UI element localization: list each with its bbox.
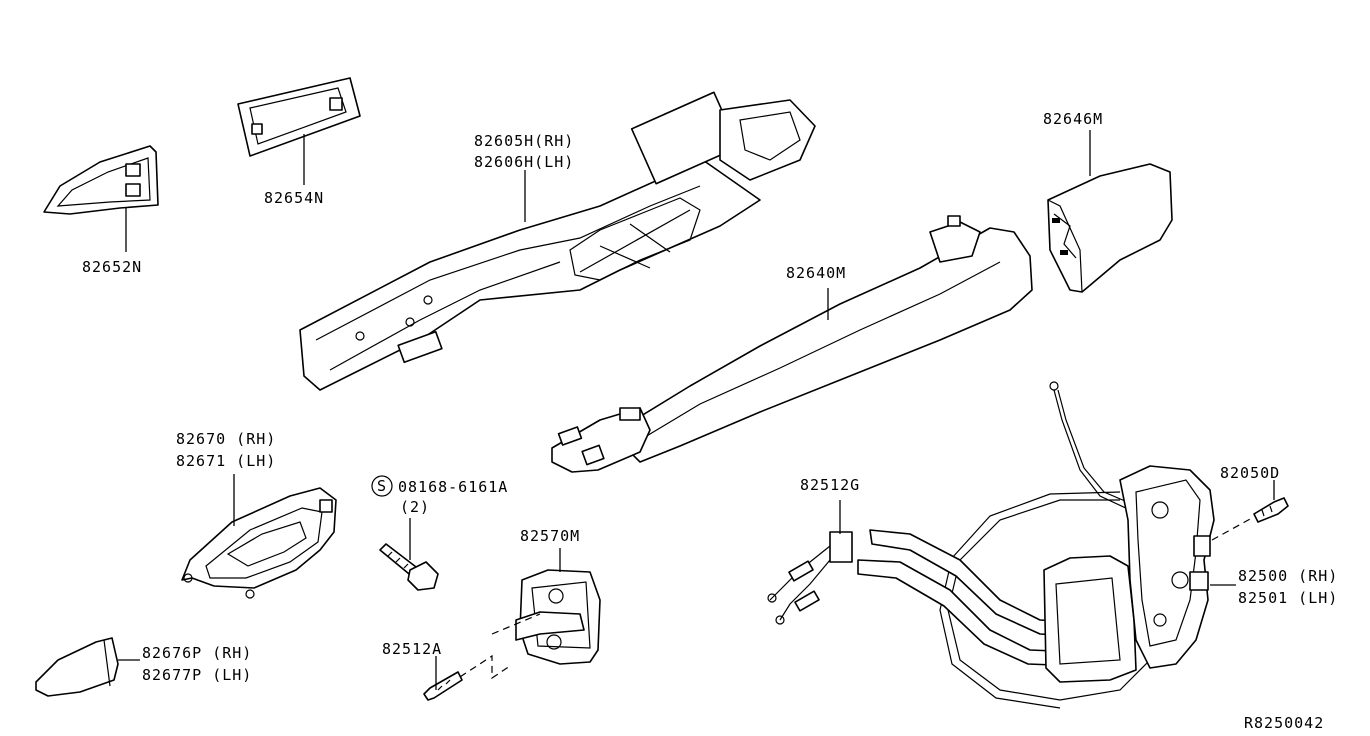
label-08168-quantity: (2) <box>400 498 430 516</box>
part-82570M-striker <box>515 548 601 665</box>
label-82677P: 82677P (LH) <box>142 666 252 684</box>
part-82646M-cap <box>1047 130 1173 293</box>
label-standard-part-s: S <box>377 477 387 495</box>
label-82670: 82670 (RH) <box>176 430 276 448</box>
part-82654N-gasket <box>237 77 361 185</box>
part-82605H-handle-bracket <box>299 91 816 391</box>
label-82654N: 82654N <box>264 189 324 207</box>
label-82646M: 82646M <box>1043 110 1103 128</box>
label-82671: 82671 (LH) <box>176 452 276 470</box>
part-82670-inside-handle <box>181 474 337 599</box>
label-82501: 82501 (LH) <box>1238 589 1338 607</box>
label-82512G: 82512G <box>800 476 860 494</box>
label-08168-6161A: 08168-6161A <box>398 478 508 496</box>
reference-code: R8250042 <box>1244 714 1324 732</box>
label-82652N: 82652N <box>82 258 142 276</box>
part-08168-6161A-bolt <box>371 475 439 591</box>
label-82500: 82500 (RH) <box>1238 567 1338 585</box>
label-82605H: 82605H(RH) <box>474 132 574 150</box>
label-82570M: 82570M <box>520 527 580 545</box>
label-82676P: 82676P (RH) <box>142 644 252 662</box>
label-82050D: 82050D <box>1220 464 1280 482</box>
part-82050D-screw <box>1211 480 1289 541</box>
part-82676P-cover <box>35 637 140 697</box>
part-82512A-screw <box>423 613 541 701</box>
label-82606H: 82606H(LH) <box>474 153 574 171</box>
standard-part-s-icon <box>371 475 393 497</box>
part-82640M-outside-handle <box>551 215 1033 473</box>
label-82640M: 82640M <box>786 264 846 282</box>
part-82652N-escutcheon <box>43 145 159 252</box>
part-82500-door-lock-actuator <box>767 381 1236 709</box>
label-82512A: 82512A <box>382 640 442 658</box>
